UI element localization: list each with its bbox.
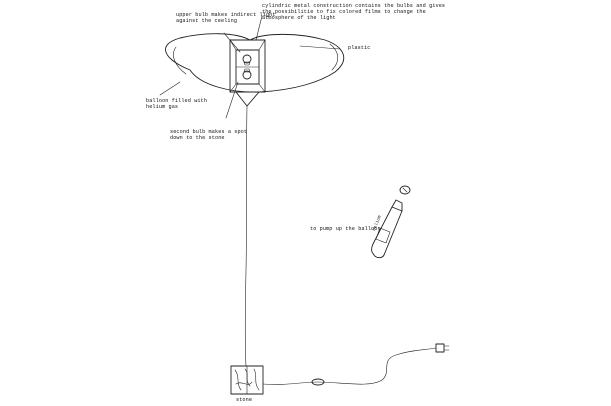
leader-second-bulb	[225, 81, 239, 119]
label-pump: to pump up the balloon	[310, 226, 381, 232]
leader-cylindric	[255, 15, 263, 41]
label-cylindric-line3: atmosphere of the light	[262, 15, 336, 22]
balloon-shading	[173, 46, 187, 75]
balloon-shading-right	[329, 43, 339, 71]
second-bulb	[242, 70, 252, 80]
label-balloon: balloon filled with helium gas	[146, 98, 207, 110]
power-cord	[262, 347, 437, 385]
second-bulb-socket	[243, 68, 251, 73]
label-stone-text: stone	[236, 397, 253, 403]
label-second-bulb: second bulb makes a spot down to the sto…	[170, 129, 247, 141]
tether-line	[244, 105, 248, 367]
label-second-bulb-line2: down to the stone	[170, 135, 225, 142]
balloon-envelope	[165, 33, 345, 93]
upper-bulb	[242, 54, 252, 64]
metal-construction-top-edge	[229, 39, 266, 93]
label-balloon-line2: helium gas	[146, 104, 179, 111]
leader-plastic	[299, 45, 341, 50]
label-plastic: plastic	[348, 45, 371, 51]
label-upper-bulb-line1: upper bulb makes indirect light	[176, 12, 276, 18]
label-pump-text: to pump up the balloon	[310, 226, 381, 232]
leader-upper-bulb	[223, 32, 241, 53]
helium-canister	[371, 199, 403, 259]
leader-balloon	[159, 81, 181, 96]
label-second-bulb-line1: second bulb makes a spot	[170, 129, 248, 135]
label-cylindric-line2: the possibilitie to fix colored films to…	[262, 9, 426, 16]
label-upper-bulb-line2: against the ceeling	[176, 18, 238, 25]
label-upper-bulb: upper bulb makes indirect light against …	[176, 12, 276, 24]
label-cylindric: cylindric metal construction contains th…	[262, 3, 445, 22]
construction-funnel	[235, 91, 260, 107]
label-plastic-text: plastic	[348, 45, 371, 51]
canister-cap	[399, 185, 411, 195]
plug	[435, 343, 445, 353]
label-cylindric-line1: cylindric metal construction contains th…	[262, 3, 446, 9]
upper-bulb-socket	[243, 61, 251, 66]
plug-prongs	[443, 345, 450, 351]
label-stone: stone	[236, 397, 252, 403]
label-balloon-line1: balloon filled with	[146, 98, 208, 104]
cord-switch	[311, 378, 325, 386]
